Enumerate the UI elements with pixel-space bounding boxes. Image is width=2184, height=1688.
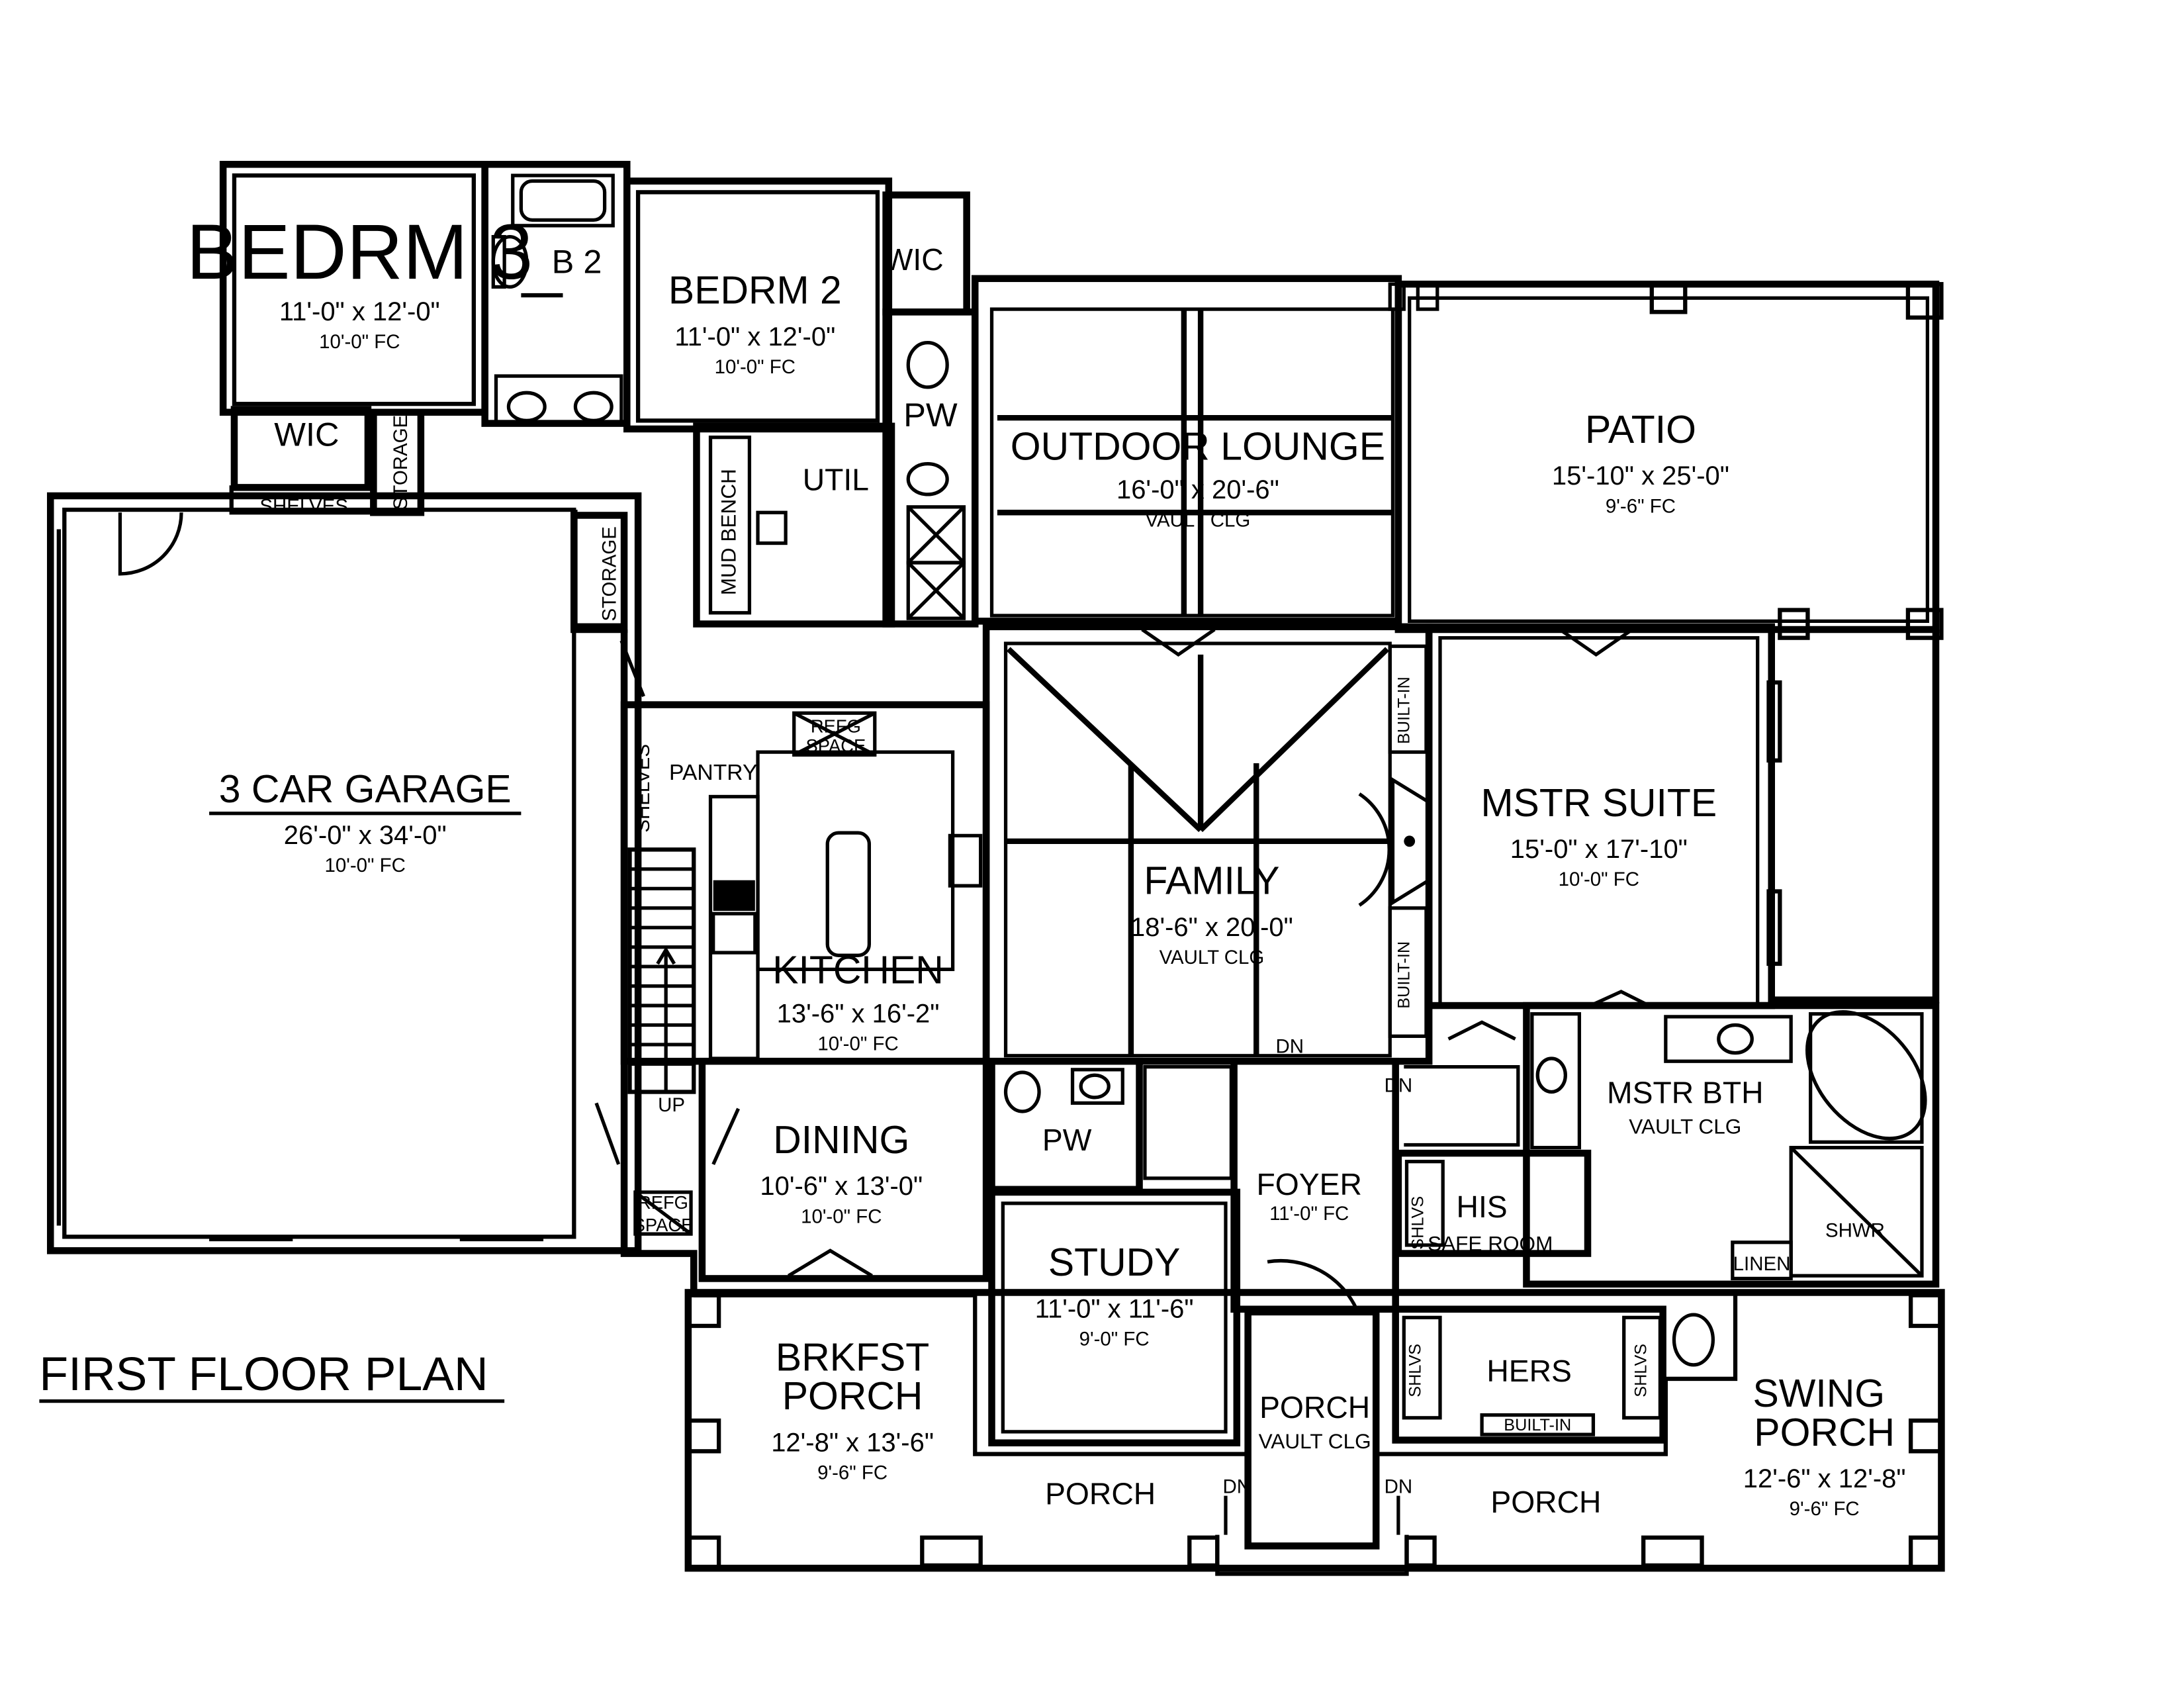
swing-porch-line2: PORCH	[1754, 1411, 1895, 1454]
mud-bench-label: MUD BENCH	[716, 469, 740, 595]
room-labels: BEDRM 3 11'-0" x 12'-0" 10'-0" FC B 2 BE…	[186, 208, 1905, 1520]
family-name: FAMILY	[1144, 860, 1279, 903]
brkfst-porch-line2: PORCH	[782, 1375, 923, 1418]
dn-family-label: DN	[1275, 1036, 1304, 1058]
storage-b-label: STORAGE	[598, 526, 620, 621]
foyer-name: FOYER	[1257, 1167, 1362, 1201]
dining-note: 10'-0" FC	[801, 1205, 882, 1227]
pw-lower-name: PW	[1042, 1123, 1092, 1157]
study-name: STUDY	[1048, 1241, 1181, 1284]
his-note: SAFE ROOM	[1428, 1231, 1553, 1255]
patio-walls	[1394, 280, 1940, 633]
mstr-bth-name: MSTR BTH	[1607, 1075, 1763, 1109]
his-shelves-label: SHLVS	[1409, 1196, 1428, 1250]
kitchen-dims: 13'-6" x 16'-2"	[777, 999, 940, 1028]
hers-shelves-left: SHLVS	[1406, 1344, 1425, 1397]
garage-name: 3 CAR GARAGE	[219, 768, 512, 811]
mstr-bth-walls	[1523, 1002, 1940, 1288]
built-in-top-label: BUILT-IN	[1395, 677, 1414, 744]
refg-bottom-line1: REFG	[638, 1192, 688, 1213]
swing-porch-line1: SWING	[1752, 1372, 1885, 1415]
foyer-note: 11'-0" FC	[1269, 1203, 1349, 1225]
swing-porch-dims: 12'-6" x 12'-8"	[1743, 1464, 1906, 1493]
bedrm2-dims: 11'-0" x 12'-0"	[674, 322, 835, 352]
walls	[46, 161, 1945, 1576]
pw-upper-name: PW	[903, 396, 958, 434]
patio-dims: 15'-10" x 25'-0"	[1552, 461, 1729, 491]
shelves-stair-label: SHELVES	[632, 744, 654, 833]
dining-walls	[698, 1057, 990, 1282]
mstr-suite-dims: 15'-0" x 17'-10"	[1510, 835, 1688, 864]
outdoor-lounge-name: OUTDOOR LOUNGE	[1011, 425, 1385, 468]
wic-lower-name: WIC	[274, 415, 339, 453]
porch-left-name: PORCH	[1045, 1476, 1156, 1511]
built-in-bottom-label: BUILT-IN	[1395, 941, 1414, 1009]
b2-name: B 2	[552, 242, 602, 280]
kitchen-name: KITCHEN	[772, 949, 944, 992]
brkfst-porch-line1: BRKFST	[776, 1336, 929, 1379]
family-dims: 18'-6" x 20'-0"	[1130, 913, 1293, 942]
dn-mstr-label: DN	[1385, 1075, 1413, 1097]
linen-label: LINEN	[1733, 1253, 1791, 1275]
garage-note: 10'-0" FC	[325, 855, 406, 876]
outdoor-lounge-note: VAULT CLG	[1146, 509, 1251, 531]
mstr-suite-name: MSTR SUITE	[1480, 782, 1717, 825]
storage-a-walls	[370, 408, 425, 516]
kitchen-note: 10'-0" FC	[817, 1033, 898, 1055]
bedrm2-name: BEDRM 2	[668, 269, 842, 312]
patio-name: PATIO	[1585, 408, 1696, 451]
garage-dims: 26'-0" x 34'-0"	[284, 821, 447, 850]
storage-b-walls	[570, 512, 628, 633]
mstr-bth-note: VAULT CLG	[1629, 1115, 1741, 1139]
wic-upper-name: WIC	[884, 242, 944, 277]
outdoor-lounge-dims: 16'-0" x 20'-6"	[1116, 475, 1279, 504]
staircase	[627, 847, 696, 1094]
shelves-garage-label: SHELVES	[259, 495, 348, 517]
study-dims: 11'-0" x 11'-6"	[1035, 1294, 1194, 1323]
porch-right-name: PORCH	[1490, 1485, 1601, 1519]
hers-walls	[1392, 1305, 1666, 1444]
patio-note: 9'-6" FC	[1606, 495, 1676, 517]
refg-top-line1: REFG	[811, 716, 861, 737]
util-name: UTIL	[803, 463, 869, 497]
bedrm3-note: 10'-0" FC	[319, 331, 400, 353]
dining-dims: 10'-6" x 13'-0"	[760, 1172, 923, 1201]
refg-bottom-line2: SPACE	[633, 1215, 694, 1235]
dn-porch-left-label: DN	[1223, 1476, 1251, 1497]
swing-porch-note: 9'-6" FC	[1790, 1498, 1860, 1520]
his-name: HIS	[1457, 1190, 1508, 1224]
porch-center-note: VAULT CLG	[1259, 1429, 1371, 1453]
bedrm2-note: 10'-0" FC	[715, 356, 796, 378]
mstr-suite-note: 10'-0" FC	[1559, 868, 1639, 890]
garage-walls	[46, 492, 642, 1254]
shwr-label: SHWR	[1825, 1219, 1885, 1241]
porch-center-walls	[1244, 1308, 1380, 1550]
porch-center-name: PORCH	[1259, 1390, 1370, 1425]
pw-upper-walls	[882, 308, 979, 628]
his-safe-room-walls	[1394, 1149, 1592, 1257]
bedrm3-dims: 11'-0" x 12'-0"	[279, 297, 440, 326]
hers-name: HERS	[1486, 1354, 1572, 1388]
dining-name: DINING	[773, 1119, 909, 1162]
storage-a-label: STORAGE	[390, 415, 412, 510]
refg-top-line2: SPACE	[806, 735, 866, 756]
plan-title: FIRST FLOOR PLAN	[39, 1348, 488, 1401]
family-note: VAULT CLG	[1160, 947, 1265, 968]
mudroom-walls	[693, 422, 895, 628]
pantry-name: PANTRY	[669, 761, 757, 785]
brkfst-porch-note: 9'-6" FC	[817, 1462, 887, 1483]
dn-porch-right-label: DN	[1385, 1476, 1413, 1497]
hers-built-in: BUILT-IN	[1504, 1416, 1571, 1434]
up-stair-label: UP	[658, 1094, 685, 1116]
study-walls	[988, 1188, 1241, 1446]
brkfst-porch-dims: 12'-8" x 13'-6"	[771, 1428, 934, 1457]
bedrm3-name: BEDRM 3	[186, 208, 533, 295]
study-note: 9'-0" FC	[1079, 1328, 1150, 1350]
hers-shelves-right: SHLVS	[1631, 1344, 1650, 1397]
